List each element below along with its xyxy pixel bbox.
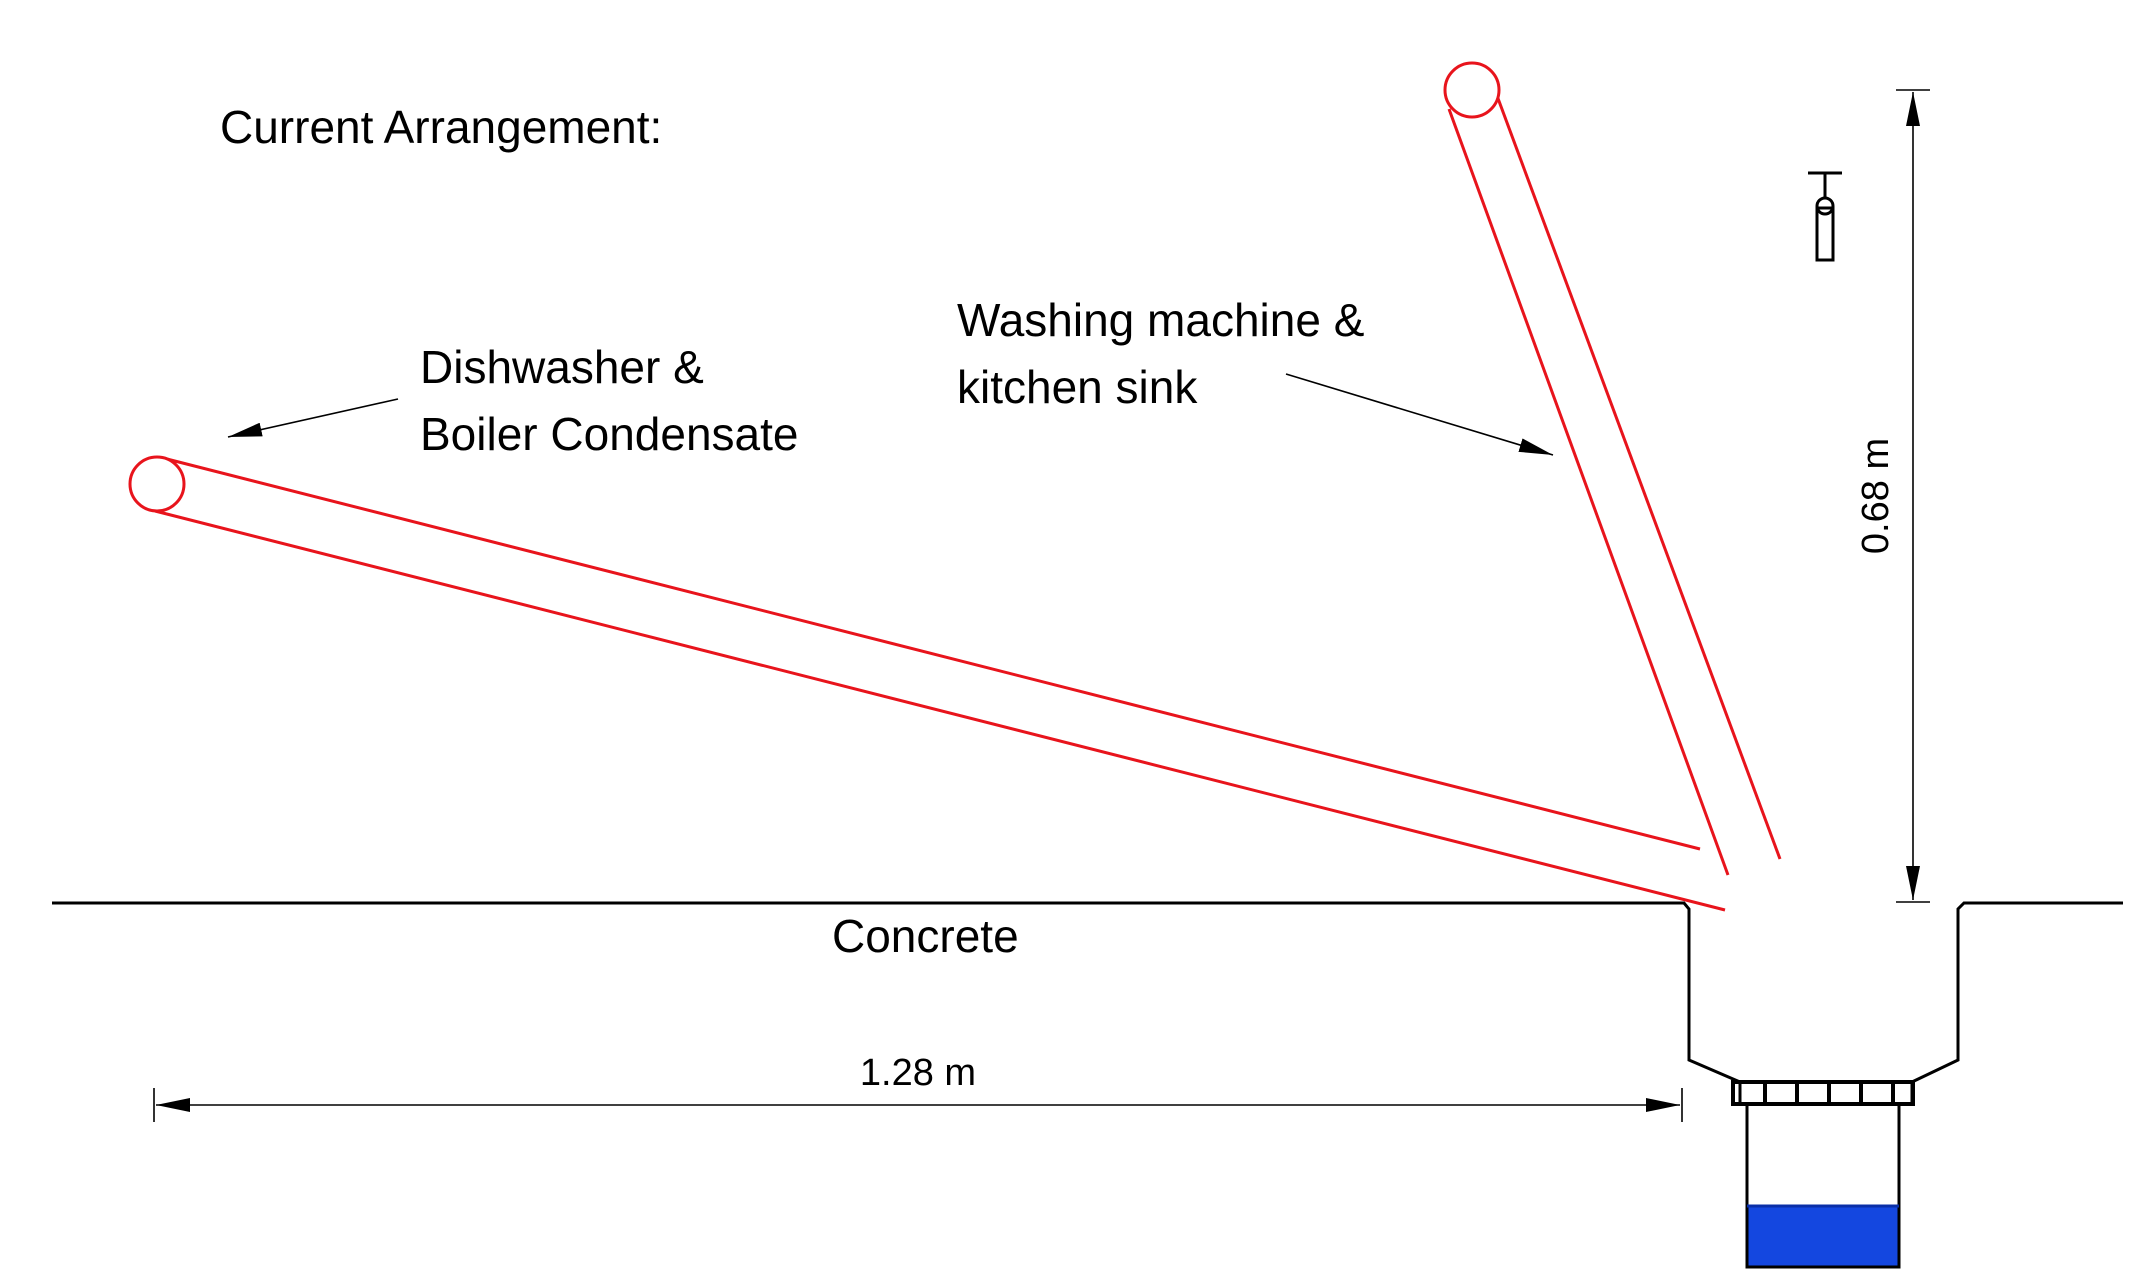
- tap-icon: [1808, 171, 1842, 262]
- washing-machine-pointer-arrow: [1285, 373, 1554, 456]
- vertical-dimension: 0.68 m: [1855, 89, 1930, 903]
- washing-machine-pipe: [1443, 61, 1782, 876]
- diagram-title: Current Arrangement:: [220, 101, 662, 153]
- ground-line-left: [52, 901, 1742, 1104]
- washing-machine-label-line1: Washing machine &: [957, 294, 1364, 346]
- dishwasher-pipe: [128, 455, 1726, 912]
- dishwasher-pipe-opening: [128, 455, 186, 513]
- ground-line-right: [1910, 901, 2123, 1104]
- horizontal-dimension: 1.28 m: [153, 1052, 1683, 1122]
- washing-machine-pipe-opening: [1443, 61, 1501, 119]
- vertical-dimension-label: 0.68 m: [1855, 438, 1897, 554]
- dishwasher-label: Dishwasher & Boiler Condensate: [227, 341, 798, 460]
- washing-machine-label: Washing machine & kitchen sink: [957, 294, 1554, 456]
- ground-and-gully: Concrete: [52, 901, 2123, 1269]
- gully-grate: [1731, 1080, 1915, 1106]
- dishwasher-label-line2: Boiler Condensate: [420, 408, 798, 460]
- dishwasher-label-line1: Dishwasher &: [420, 341, 704, 393]
- trap-water: [1747, 1206, 1899, 1267]
- gully-trap: [1745, 1104, 1901, 1269]
- ground-label: Concrete: [832, 910, 1019, 962]
- horizontal-dimension-label: 1.28 m: [860, 1052, 976, 1094]
- dishwasher-pointer-arrow: [227, 398, 399, 438]
- washing-machine-label-line2: kitchen sink: [957, 361, 1198, 413]
